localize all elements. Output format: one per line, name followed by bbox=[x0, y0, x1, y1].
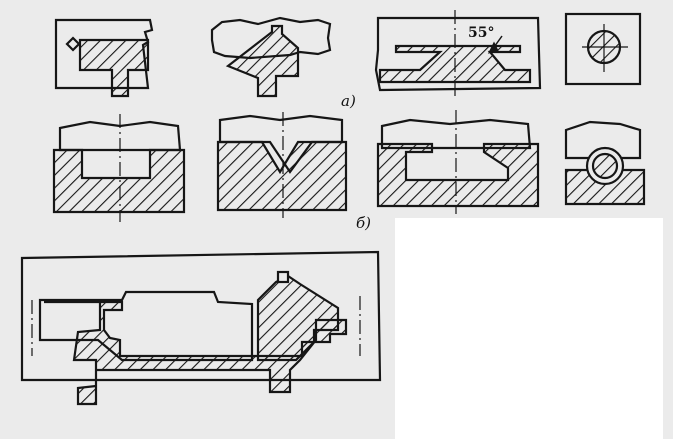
row-b-figure-1 bbox=[52, 114, 186, 222]
row-a-label: а) bbox=[341, 92, 356, 110]
row-b-figure-3 bbox=[376, 110, 540, 214]
row-b-figure-2 bbox=[216, 112, 348, 218]
row-a-figure-1 bbox=[54, 18, 154, 98]
row-b-figure-4 bbox=[564, 120, 646, 206]
row-a-figure-4 bbox=[564, 12, 642, 86]
row-a-figure-3 bbox=[374, 10, 542, 96]
blank-area bbox=[395, 218, 663, 439]
row-a-figure-2 bbox=[210, 16, 332, 98]
row-b-label: б) bbox=[356, 214, 371, 232]
angle-annotation: 55° bbox=[468, 25, 494, 41]
large-assembly bbox=[20, 250, 382, 406]
